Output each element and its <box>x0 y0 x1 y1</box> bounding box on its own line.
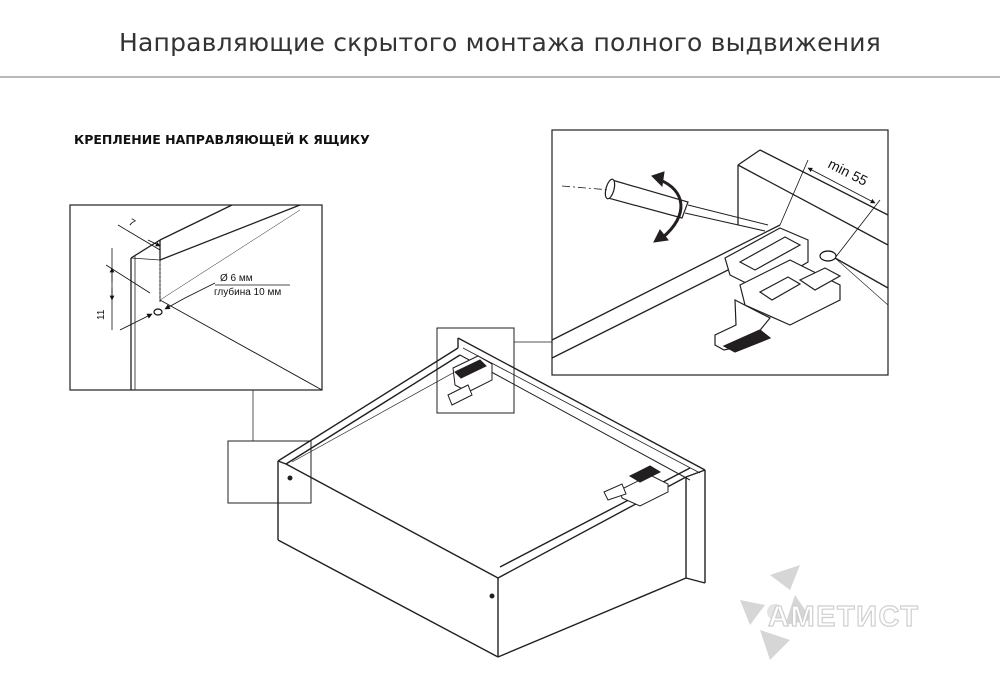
drill-hole-icon <box>153 308 163 316</box>
drawer-assembly <box>277 337 706 658</box>
callout-connectors <box>252 341 552 441</box>
left-callout-box <box>227 440 312 504</box>
page-title: Направляющие скрытого монтажа полного вы… <box>119 28 881 57</box>
drill-bit-icon <box>561 178 769 232</box>
left-detail-view: 7 11 Ø 6 мм глубина 10 мм <box>69 204 323 391</box>
dim-7-lines <box>117 224 161 302</box>
dim-7-label: 7 <box>127 217 138 230</box>
min-distance-label: min 55 <box>826 155 871 188</box>
right-detail-frame <box>551 129 889 376</box>
dim-11-lines <box>105 248 151 330</box>
title-divider <box>0 76 1000 78</box>
hole-diameter-label: Ø 6 мм <box>220 273 253 284</box>
brand-watermark: АМЕТИСТ <box>740 565 919 660</box>
right-detail-view: min 55 <box>551 129 889 376</box>
left-detail-frame <box>69 204 323 391</box>
ametist-logo-icon <box>740 565 812 660</box>
section-label: КРЕПЛЕНИЕ НАПРАВЛЯЮЩЕЙ К ЯЩИКУ <box>74 132 370 147</box>
brand-name: АМЕТИСТ <box>768 601 919 633</box>
drawer-slide-lock-front-icon <box>603 465 669 507</box>
mounting-hole-icon <box>819 250 837 262</box>
min-55-dimension <box>779 159 881 259</box>
hole-marker <box>119 282 290 331</box>
hole-depth-label: глубина 10 мм <box>214 286 281 298</box>
right-callout-box <box>436 327 515 414</box>
dim-11-label: 11 <box>96 309 107 320</box>
drawer-slide-lock-back-icon <box>447 355 493 406</box>
rotation-arrow-icon <box>651 171 683 243</box>
slide-lock-icon <box>714 227 842 353</box>
